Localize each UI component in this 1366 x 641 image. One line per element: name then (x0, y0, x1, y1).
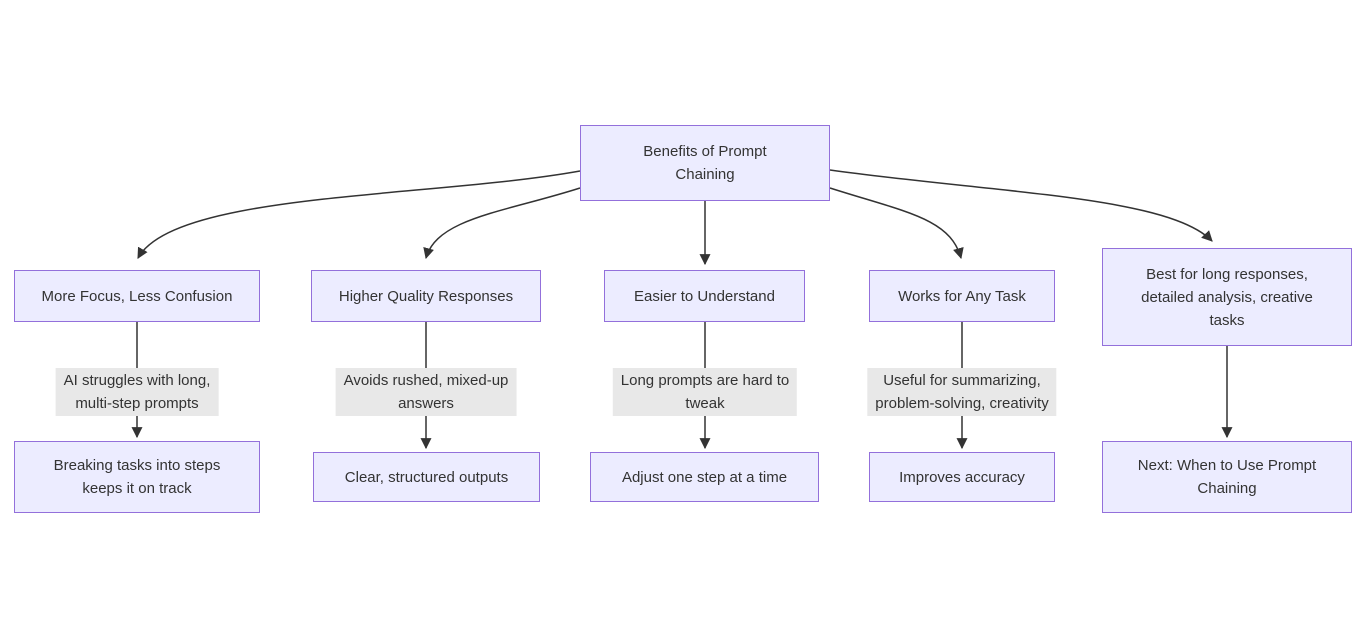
edge-label-2: Avoids rushed, mixed-up answers (335, 368, 517, 416)
edge-root-to-benefit-4 (829, 187, 964, 260)
root-node: Benefits of Prompt Chaining (580, 125, 830, 201)
edge-root-to-benefit-5 (829, 169, 1213, 242)
benefit-node-5: Best for long responses, detailed analys… (1102, 248, 1352, 346)
benefit-node-1: More Focus, Less Confusion (14, 270, 260, 322)
benefit-node-4: Works for Any Task (869, 270, 1055, 322)
outcome-node-2: Clear, structured outputs (313, 452, 540, 502)
edge-label-1: AI struggles with long, multi-step promp… (55, 368, 219, 416)
edge-root-to-benefit-1 (137, 170, 581, 259)
outcome-node-1: Breaking tasks into steps keeps it on tr… (14, 441, 260, 513)
outcome-node-3: Adjust one step at a time (590, 452, 819, 502)
outcome-node-5: Next: When to Use Prompt Chaining (1102, 441, 1352, 513)
edge-root-to-benefit-2 (423, 187, 581, 260)
benefit-node-2: Higher Quality Responses (311, 270, 541, 322)
outcome-node-4: Improves accuracy (869, 452, 1055, 502)
benefit-node-3: Easier to Understand (604, 270, 805, 322)
edge-label-4: Useful for summarizing, problem-solving,… (867, 368, 1057, 416)
edge-label-3: Long prompts are hard to tweak (612, 368, 798, 416)
